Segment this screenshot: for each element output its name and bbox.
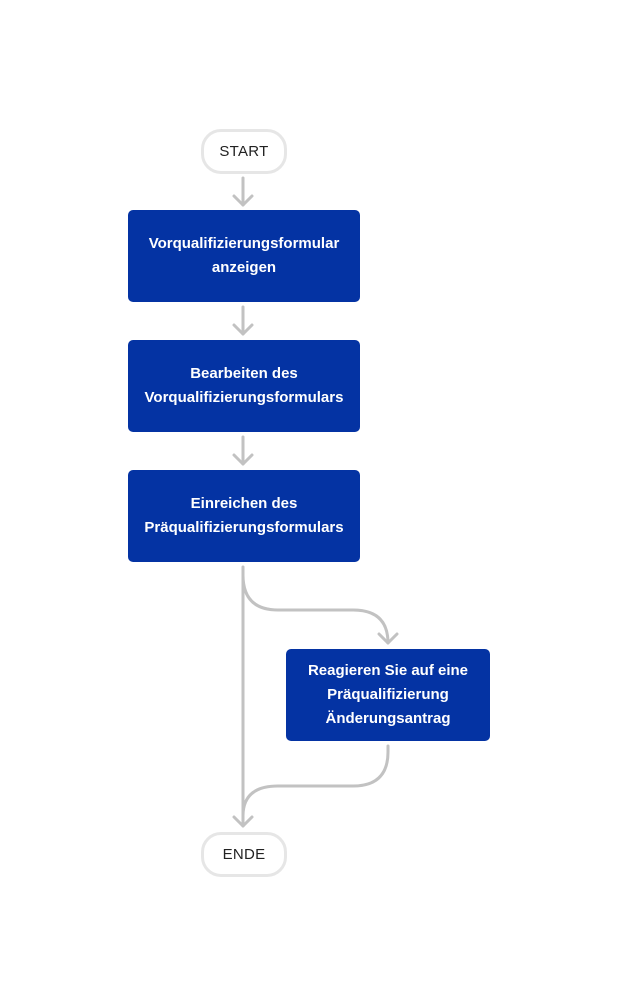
start-label: START bbox=[219, 143, 269, 160]
step-3-line-1: Einreichen des bbox=[190, 495, 298, 512]
start-node: START bbox=[201, 129, 287, 174]
step-1-line-2: anzeigen bbox=[211, 259, 277, 276]
arrow-step-1-to-step-2 bbox=[232, 305, 254, 336]
step-show-prequalification-form[interactable]: Vorqualifizierungsformular anzeigen bbox=[128, 210, 360, 302]
arrow-step-3-to-branch bbox=[241, 573, 399, 645]
arrow-step-2-to-step-3 bbox=[232, 435, 254, 466]
branch-line-2: Präqualifizierung bbox=[327, 686, 449, 703]
arrow-start-to-step-1 bbox=[232, 176, 254, 207]
branch-line-3: Änderungsantrag bbox=[325, 710, 451, 727]
connector-branch-to-end bbox=[241, 744, 390, 818]
end-label: ENDE bbox=[222, 846, 266, 863]
arrow-step-3-to-end bbox=[232, 565, 254, 828]
step-submit-prequalification-form[interactable]: Einreichen des Präqualifizierungsformula… bbox=[128, 470, 360, 562]
step-edit-prequalification-form[interactable]: Bearbeiten des Vorqualifizierungsformula… bbox=[128, 340, 360, 432]
step-3-line-2: Präqualifizierungsformulars bbox=[144, 519, 344, 536]
branch-line-1: Reagieren Sie auf eine bbox=[307, 662, 469, 679]
step-1-line-1: Vorqualifizierungsformular bbox=[148, 235, 340, 252]
step-respond-change-request[interactable]: Reagieren Sie auf eine Präqualifizierung… bbox=[286, 649, 490, 741]
step-2-line-2: Vorqualifizierungsformulars bbox=[144, 389, 344, 406]
step-2-line-1: Bearbeiten des bbox=[190, 365, 298, 382]
end-node: ENDE bbox=[201, 832, 287, 877]
